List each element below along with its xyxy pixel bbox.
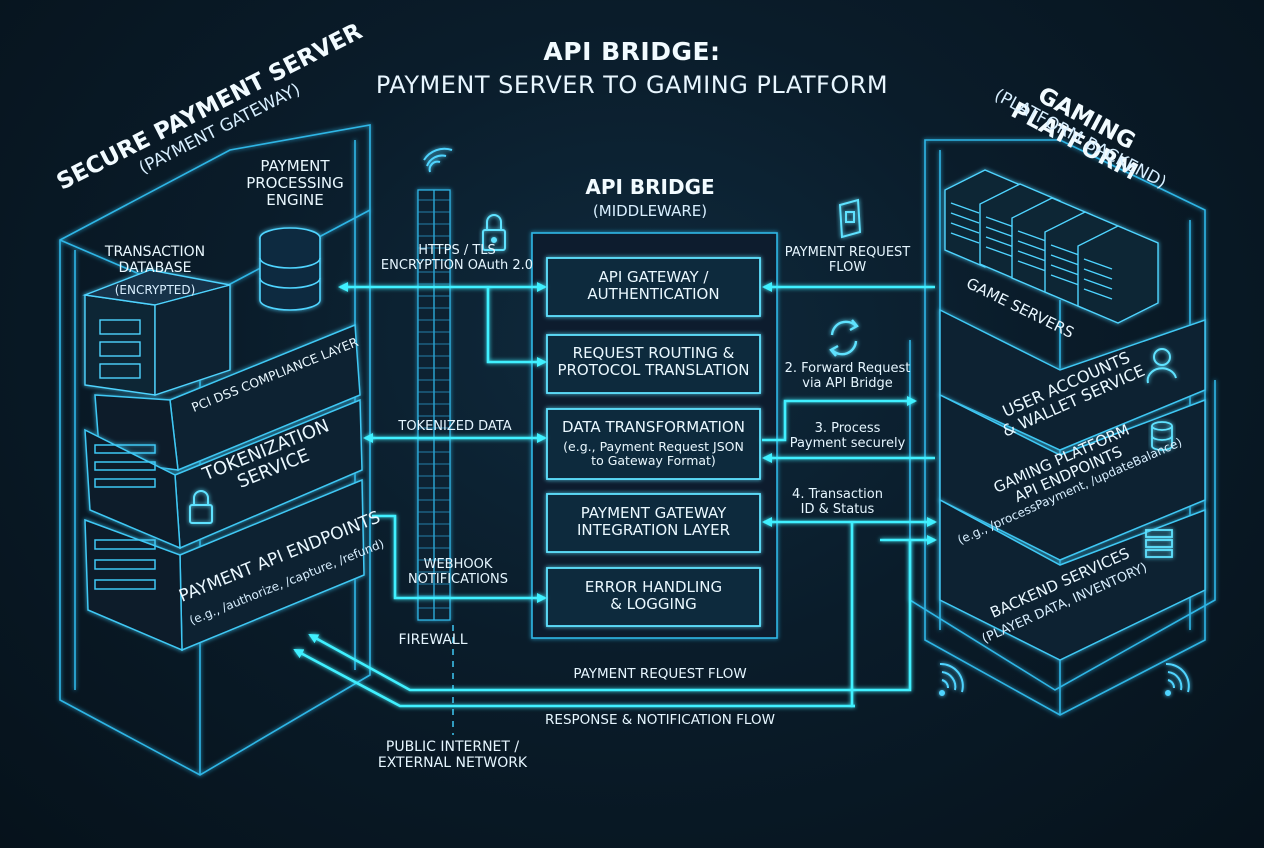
mobile-payment-icon [838, 198, 862, 239]
game-server-rack [1077, 225, 1159, 324]
rack-slot [1050, 244, 1080, 256]
payment-engine-label: PAYMENT PROCESSING ENGINE [246, 157, 344, 209]
endpoints-layer [84, 478, 365, 652]
wifi-icon-right [1165, 662, 1190, 696]
backend-server-icon [1145, 529, 1173, 558]
rack-slot [985, 246, 1015, 258]
rack-slot [985, 216, 1015, 228]
rack-slot [1017, 230, 1047, 242]
error-handling-box-label: ERROR HANDLING & LOGGING [584, 578, 723, 613]
payment-request-flow-bottom-label: PAYMENT REQUEST FLOW [573, 666, 747, 682]
middleware-boxes [546, 257, 761, 627]
rack-slot [1083, 288, 1113, 300]
rack-slot [950, 212, 980, 224]
diagram-subtitle: PAYMENT SERVER TO GAMING PLATFORM [375, 71, 889, 99]
request-routing-box-label: REQUEST ROUTING & PROTOCOL TRANSLATION [557, 344, 750, 379]
rack-slot [1050, 274, 1080, 286]
transaction-db-label: TRANSACTION DATABASE [104, 244, 206, 276]
payment-request-flow-top-label: PAYMENT REQUEST FLOW [784, 245, 911, 275]
wifi-icon-firewall [423, 147, 453, 173]
rack-slot [1050, 264, 1080, 276]
response-notification-flow-label: RESPONSE & NOTIFICATION FLOW [545, 712, 775, 728]
rack-slot [1017, 260, 1047, 272]
rack-slot [1083, 258, 1113, 270]
transaction-database-block [82, 269, 231, 396]
https-tls-label: HTTPS / TLS ENCRYPTION OAuth 2.0 [380, 243, 534, 273]
public-internet-label: PUBLIC INTERNET / EXTERNAL NETWORK [377, 739, 528, 771]
firewall-label: FIREWALL [398, 632, 468, 648]
transaction-db-sublabel: (ENCRYPTED) [114, 283, 196, 297]
api-gateway-box-label: API GATEWAY / AUTHENTICATION [587, 268, 720, 303]
padlock-icon [482, 214, 506, 251]
game-server-racks [944, 169, 1159, 324]
rack-slot [985, 226, 1015, 238]
wifi-icon-left [939, 662, 964, 696]
rack-slot [1083, 268, 1113, 280]
rack-slot [950, 232, 980, 244]
data-transformation-sublabel: (e.g., Payment Request JSON to Gateway F… [563, 439, 744, 468]
database-cylinder-icon [259, 227, 321, 311]
rack-slot [1083, 278, 1113, 290]
rack-slot [950, 202, 980, 214]
rack-slot [985, 236, 1015, 248]
tokenized-data-label: TOKENIZED DATA [398, 419, 512, 434]
tokenization-layer [84, 398, 363, 550]
middleware-subtitle: (MIDDLEWARE) [592, 202, 708, 220]
data-transformation-box-label: DATA TRANSFORMATION [562, 418, 745, 436]
webhook-label: WEBHOOK NOTIFICATIONS [408, 557, 508, 587]
lock-icon [189, 490, 213, 524]
backend-layer [939, 498, 1206, 661]
step-4-label: 4. Transaction ID & Status [792, 487, 883, 517]
step-2-label: 2. Forward Request via API Bridge [784, 361, 911, 391]
flow-arrows [293, 282, 937, 708]
sync-icon [829, 319, 859, 357]
step-3-label: 3. Process Payment securely [789, 421, 906, 451]
rack-slot [1050, 254, 1080, 266]
user-icon [1146, 348, 1177, 384]
rack-slot [950, 222, 980, 234]
diagram-title: API BRIDGE: [543, 37, 721, 66]
rack-slot [1017, 240, 1047, 252]
database-stack-icon [1151, 421, 1173, 451]
rack-slot [1017, 250, 1047, 262]
payment-gateway-integration-box-label: PAYMENT GATEWAY INTEGRATION LAYER [576, 504, 731, 539]
middleware-title: API BRIDGE [585, 175, 715, 199]
